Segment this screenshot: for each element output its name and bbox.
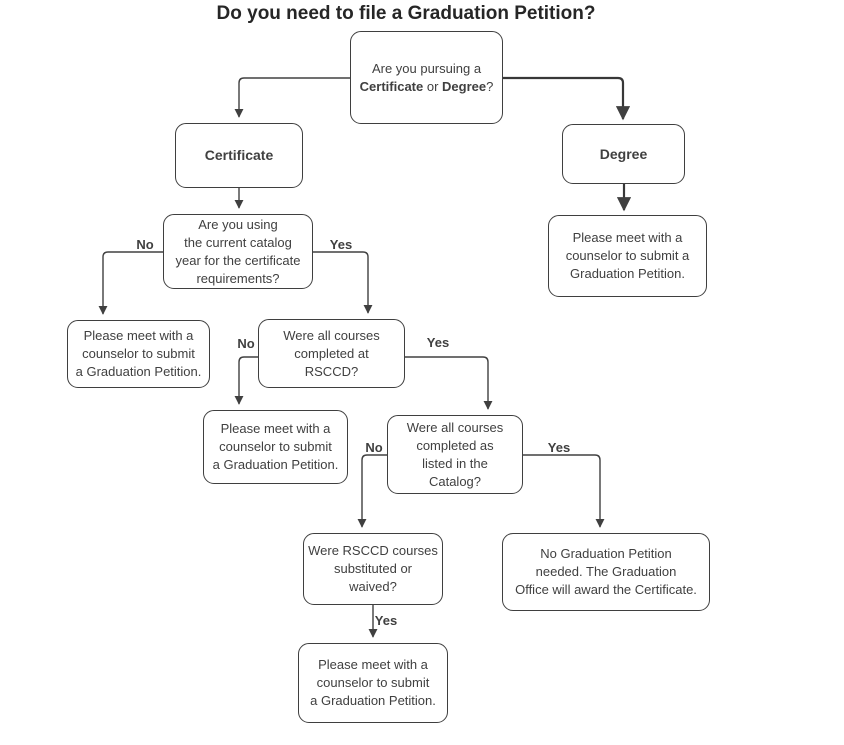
node-catalog-listed-question: Were all courses completed as listed in … — [387, 415, 523, 494]
edge-label-yes-catalog: Yes — [329, 237, 353, 252]
connector-listed-no — [357, 454, 387, 528]
connector-root-certificate — [234, 77, 350, 118]
node-degree: Degree — [562, 124, 685, 184]
connector-root-degree — [503, 76, 631, 121]
node-no-petition-needed: No Graduation Petition needed. The Gradu… — [502, 533, 710, 611]
node-meet-counselor-left-text: Please meet with a counselor to submit a… — [75, 328, 202, 379]
node-meet-counselor-final: Please meet with a counselor to submit a… — [298, 643, 448, 723]
node-certificate-label: Certificate — [204, 147, 274, 163]
node-certificate: Certificate — [175, 123, 303, 188]
connector-catalog-yes — [313, 251, 373, 314]
node-degree-label: Degree — [599, 145, 648, 162]
edge-label-yes-substituted: Yes — [374, 613, 398, 628]
node-catalog-year-text: Are you using the current catalog year f… — [175, 216, 301, 286]
node-catalog-year-question: Are you using the current catalog year f… — [163, 214, 313, 289]
node-no-petition-needed-text: No Graduation Petition needed. The Gradu… — [515, 546, 697, 597]
node-meet-counselor-mid: Please meet with a counselor to submit a… — [203, 410, 348, 484]
connector-catalog-no — [98, 251, 163, 315]
edge-label-yes-listed: Yes — [547, 440, 571, 455]
node-meet-counselor-degree-text: Please meet with a counselor to submit a… — [565, 230, 690, 281]
node-rsccd-question: Were all courses completed at RSCCD? — [258, 319, 405, 388]
edge-label-yes-rsccd: Yes — [426, 335, 450, 350]
node-meet-counselor-degree: Please meet with a counselor to submit a… — [548, 215, 707, 297]
edge-label-no-rsccd: No — [237, 336, 255, 351]
node-meet-counselor-final-text: Please meet with a counselor to submit a… — [310, 657, 436, 708]
page-title: Do you need to file a Graduation Petitio… — [216, 3, 596, 24]
node-meet-counselor-left: Please meet with a counselor to submit a… — [67, 320, 210, 388]
edge-label-no-catalog: No — [136, 237, 154, 252]
node-meet-counselor-mid-text: Please meet with a counselor to submit a… — [212, 421, 339, 472]
connector-rsccd-no — [234, 356, 258, 405]
node-rsccd-question-text: Were all courses completed at RSCCD? — [283, 327, 380, 379]
connector-listed-yes — [523, 454, 605, 528]
connector-rsccd-yes — [405, 356, 493, 410]
node-catalog-listed-text: Were all courses completed as listed in … — [406, 419, 504, 489]
node-substituted-question: Were RSCCD courses substituted or waived… — [303, 533, 443, 605]
node-substituted-question-text: Were RSCCD courses substituted or waived… — [308, 543, 438, 594]
edge-label-no-listed: No — [365, 440, 383, 455]
